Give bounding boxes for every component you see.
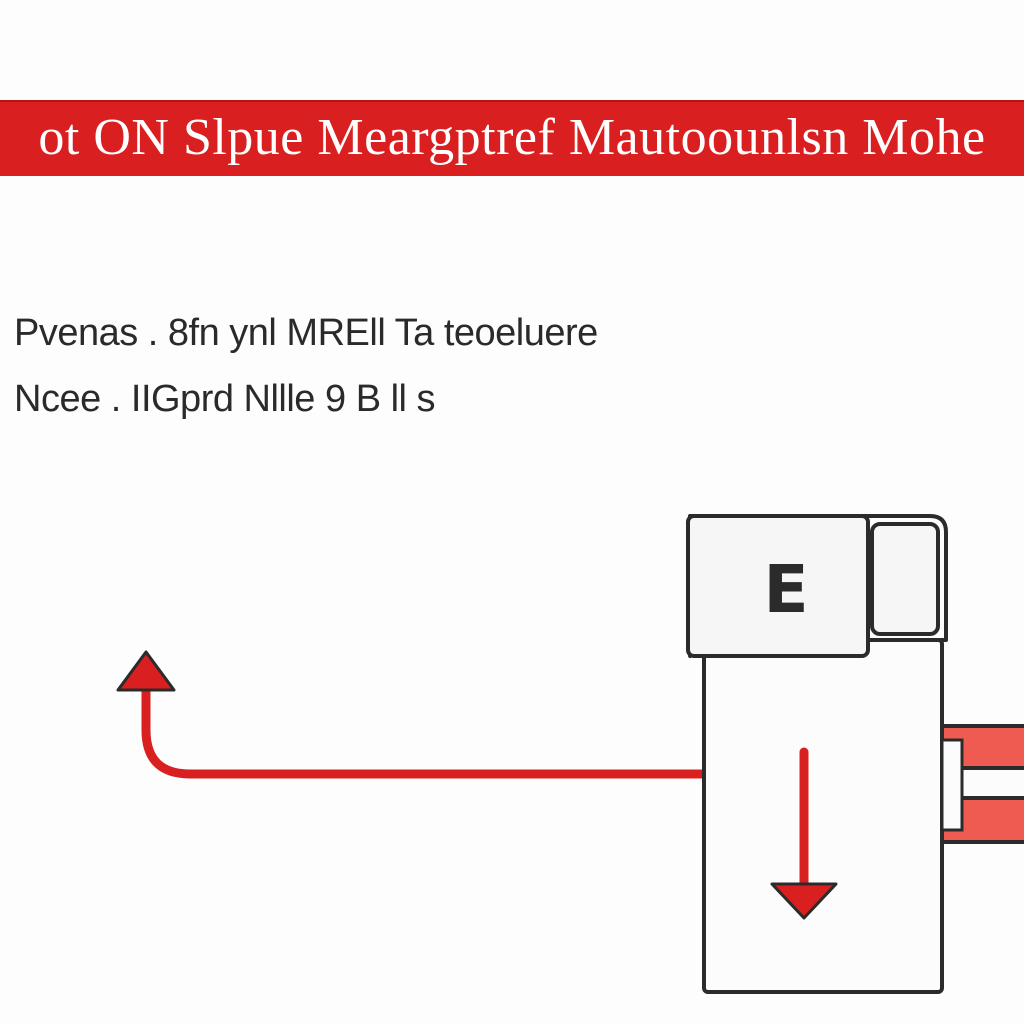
info-line-2: Ncee . IIGprd Nllle 9 B ll s bbox=[14, 378, 436, 420]
module-header-tab bbox=[870, 522, 940, 636]
down-arrowhead-icon bbox=[770, 882, 838, 920]
module-label-text: E bbox=[763, 551, 808, 628]
module-body bbox=[702, 638, 944, 994]
return-arrow-line bbox=[141, 683, 707, 779]
title-banner: ot ON Slpue Meargptref Mautoounlsn Mohe bbox=[0, 100, 1024, 176]
connector-bracket bbox=[940, 738, 964, 832]
info-line-1: Pvenas . 8fn ynl MREll Ta teoeluere bbox=[14, 312, 598, 354]
module-label-box bbox=[686, 514, 870, 658]
up-arrowhead-icon bbox=[116, 650, 176, 692]
title-text: ot ON Slpue Meargptref Mautoounlsn Mohe bbox=[38, 109, 986, 166]
